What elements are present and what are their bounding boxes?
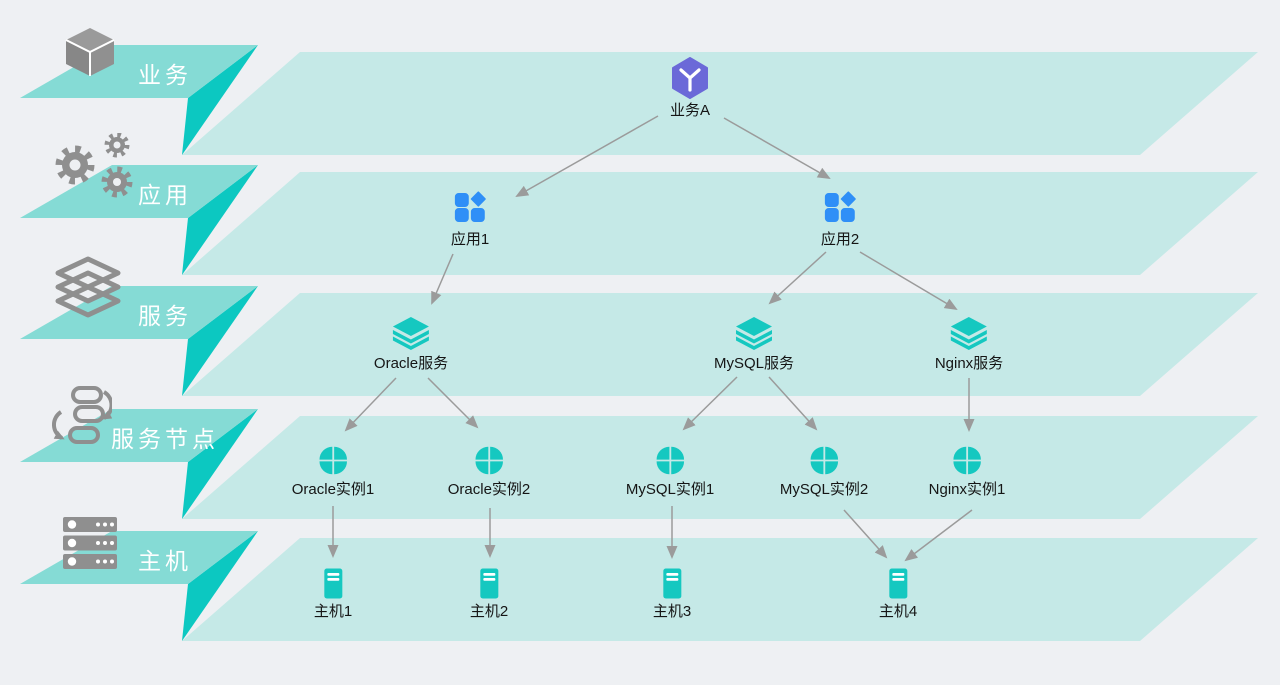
layer-label-text: 服务节点 xyxy=(111,426,219,452)
node-label: Nginx实例1 xyxy=(928,481,1006,498)
node-app1[interactable]: 应用1 xyxy=(451,191,489,249)
node-mysql-inst2[interactable]: MySQL实例2 xyxy=(780,444,868,499)
node-label: 主机3 xyxy=(652,603,692,620)
server-rack-icon xyxy=(63,517,117,569)
service-stack-icon xyxy=(393,317,429,350)
host-tower-icon xyxy=(324,568,342,599)
node-label: MySQL实例2 xyxy=(779,481,869,498)
node-mysql-service[interactable]: MySQL服务 xyxy=(714,316,794,373)
band-application xyxy=(182,172,1258,275)
layer-label-service-node: 服务节点 xyxy=(60,417,270,457)
edge-business_a-to-app1 xyxy=(515,115,659,197)
layer-label-application: 应用 xyxy=(60,173,270,213)
business-cube-icon xyxy=(671,57,708,99)
instance-clover-icon xyxy=(656,446,684,475)
layer-label-service: 服务 xyxy=(60,294,270,334)
node-label: Oracle实例1 xyxy=(291,481,375,498)
edge-app2-to-nginx_service xyxy=(859,251,958,311)
app-tiles-icon xyxy=(825,191,856,222)
node-label: 应用2 xyxy=(820,231,860,248)
node-oracle-service[interactable]: Oracle服务 xyxy=(374,316,448,373)
layer-label-text: 主机 xyxy=(138,548,192,574)
service-stack-icon xyxy=(735,317,772,350)
layers-icon xyxy=(55,256,121,318)
layer-label-host: 主机 xyxy=(60,539,270,579)
service-node-flow-icon xyxy=(51,386,112,444)
node-host2[interactable]: 主机2 xyxy=(470,568,508,621)
layer-label-text: 应用 xyxy=(138,182,192,208)
node-label: 主机2 xyxy=(469,603,509,620)
layer-label-business: 业务 xyxy=(60,53,270,93)
node-label: Nginx服务 xyxy=(934,355,1004,372)
service-stack-icon xyxy=(950,317,987,350)
node-app2[interactable]: 应用2 xyxy=(821,191,859,249)
gears-icon xyxy=(55,133,133,198)
host-tower-icon xyxy=(663,568,681,599)
instance-clover-icon xyxy=(810,446,838,475)
edge-nginx_inst1-to-host4 xyxy=(904,509,973,562)
node-label: 应用1 xyxy=(450,231,490,248)
node-oracle-inst1[interactable]: Oracle实例1 xyxy=(291,444,375,499)
instance-clover-icon xyxy=(475,446,503,475)
instance-clover-icon xyxy=(319,446,347,475)
node-oracle-inst2[interactable]: Oracle实例2 xyxy=(447,444,531,499)
edge-oracle_service-to-oracle_inst1 xyxy=(344,377,397,432)
cube-icon xyxy=(65,28,115,76)
node-label: 主机1 xyxy=(313,603,353,620)
node-nginx-inst1[interactable]: Nginx实例1 xyxy=(928,444,1006,499)
node-label: MySQL实例1 xyxy=(625,481,715,498)
node-label: MySQL服务 xyxy=(713,355,795,372)
instance-clover-icon xyxy=(953,446,981,475)
edge-mysql_inst2-to-host4 xyxy=(843,509,888,559)
node-mysql-inst1[interactable]: MySQL实例1 xyxy=(626,444,714,499)
node-host1[interactable]: 主机1 xyxy=(314,568,352,621)
node-label: 业务A xyxy=(669,102,711,119)
host-tower-icon xyxy=(480,568,498,599)
node-label: Oracle实例2 xyxy=(447,481,531,498)
layer-label-text: 业务 xyxy=(138,62,192,88)
edge-oracle_service-to-oracle_inst2 xyxy=(427,377,479,429)
band-business xyxy=(182,52,1258,155)
edge-mysql_service-to-mysql_inst2 xyxy=(768,376,818,431)
node-label: Oracle服务 xyxy=(373,355,449,372)
node-business-a[interactable]: 业务A xyxy=(670,57,710,120)
edge-app1-to-oracle_service xyxy=(431,253,454,305)
edge-business_a-to-app2 xyxy=(723,117,831,179)
node-host4[interactable]: 主机4 xyxy=(879,568,917,621)
app-tiles-icon xyxy=(455,191,486,222)
host-tower-icon xyxy=(889,568,907,599)
node-host3[interactable]: 主机3 xyxy=(653,568,691,621)
edge-mysql_service-to-mysql_inst1 xyxy=(682,376,738,431)
layer-label-text: 服务 xyxy=(138,303,192,329)
node-label: 主机4 xyxy=(878,603,918,620)
node-nginx-service[interactable]: Nginx服务 xyxy=(935,316,1003,373)
edge-app2-to-mysql_service xyxy=(768,251,827,305)
